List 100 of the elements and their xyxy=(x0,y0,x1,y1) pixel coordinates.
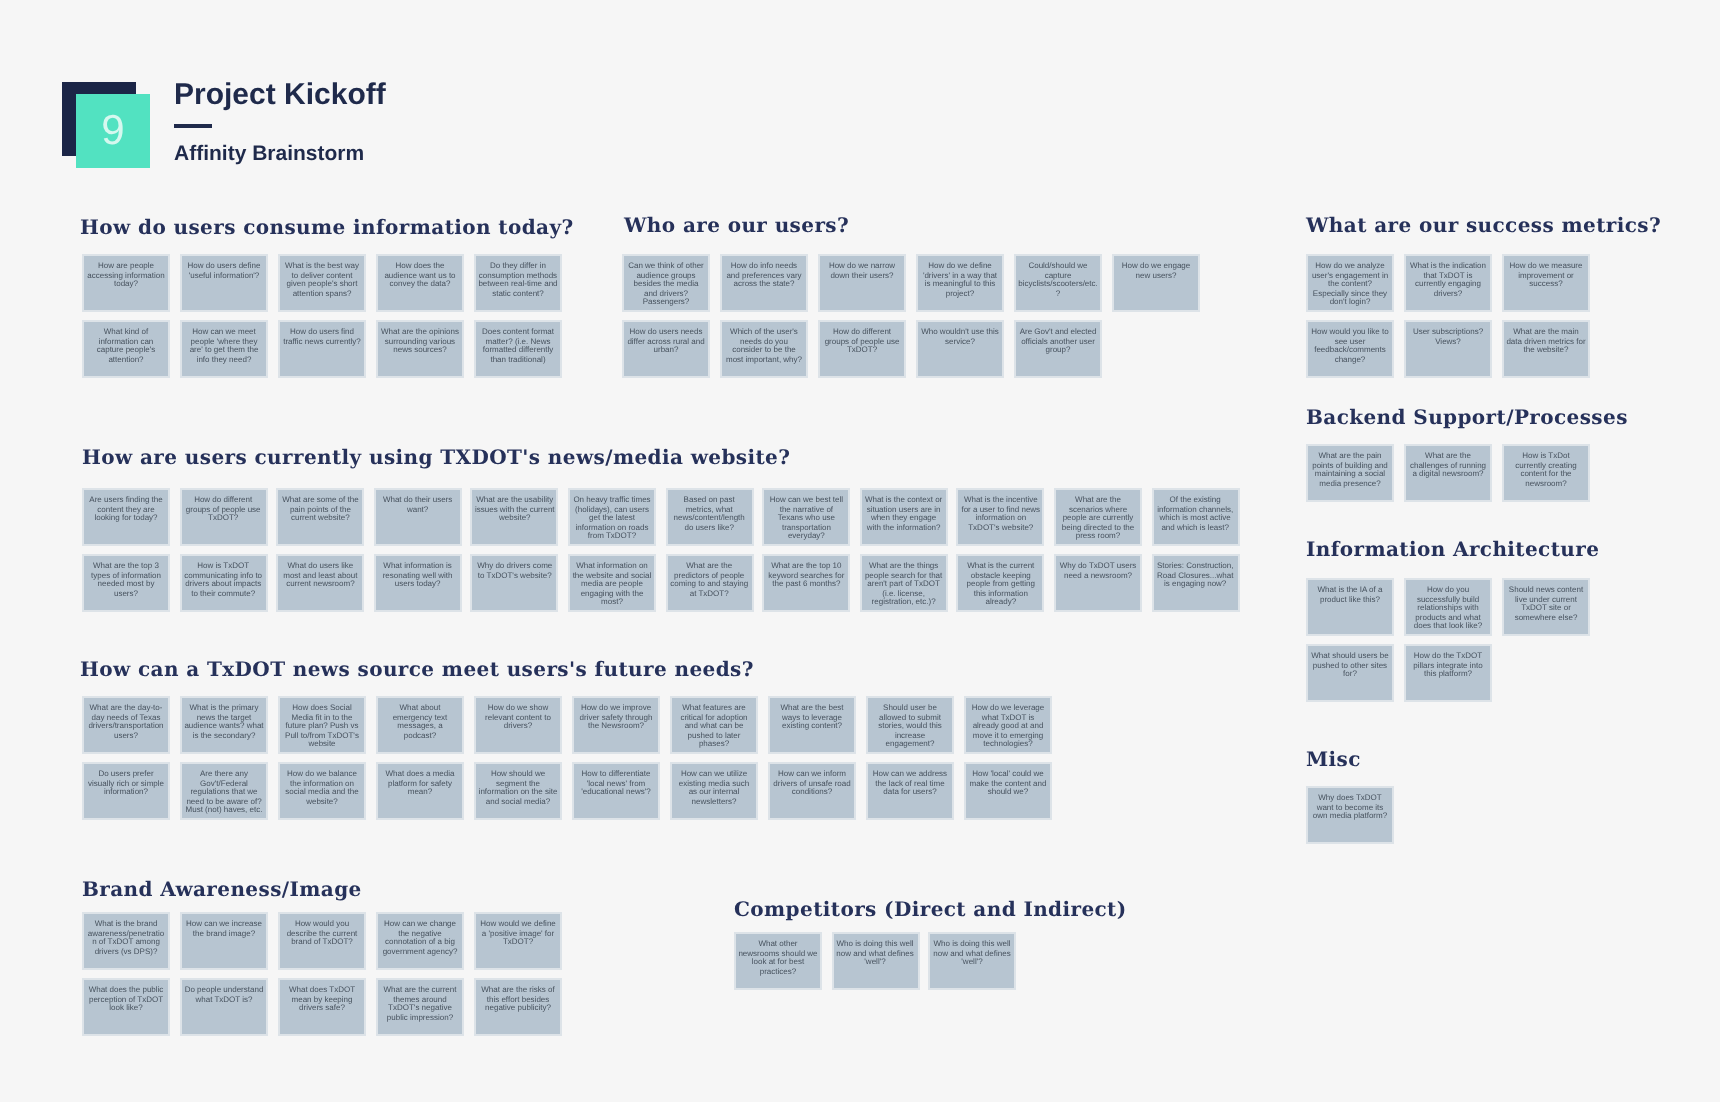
sticky-note xyxy=(180,762,268,820)
sticky-note xyxy=(474,696,562,754)
sticky-note xyxy=(670,762,758,820)
sticky-note xyxy=(622,254,710,312)
sticky-note xyxy=(622,320,710,378)
sticky-note xyxy=(1054,554,1142,612)
sticky-note xyxy=(82,320,170,378)
sticky-note xyxy=(376,978,464,1036)
sticky-note xyxy=(1014,320,1102,378)
sticky-note xyxy=(470,554,559,612)
sticky-note xyxy=(1014,254,1102,312)
sticky-note xyxy=(373,488,462,546)
section-heading: Who are our users? xyxy=(624,215,850,240)
sticky-note xyxy=(866,696,954,754)
section-heading: How are users currently using TXDOT's news/media website? xyxy=(82,447,791,472)
sticky-note xyxy=(720,320,808,378)
sticky-note xyxy=(859,554,948,612)
sticky-note xyxy=(278,254,366,312)
sticky-note xyxy=(1404,644,1492,702)
sticky-note xyxy=(818,320,906,378)
sticky-note xyxy=(1306,578,1394,636)
sticky-note xyxy=(278,320,366,378)
sticky-note xyxy=(278,696,366,754)
sticky-note xyxy=(373,554,462,612)
sticky-note xyxy=(818,254,906,312)
sticky-note xyxy=(720,254,808,312)
sticky-note xyxy=(1502,320,1590,378)
sticky-note xyxy=(768,696,856,754)
sticky-note xyxy=(928,932,1016,990)
section-heading: What are our success metrics? xyxy=(1306,215,1662,240)
sticky-note xyxy=(1502,254,1590,312)
sticky-note xyxy=(762,554,851,612)
sticky-note xyxy=(474,320,562,378)
sticky-note xyxy=(665,554,754,612)
sticky-note xyxy=(82,554,170,612)
title: Project Kickoff xyxy=(174,78,386,114)
sticky-note xyxy=(1054,488,1142,546)
sticky-note xyxy=(276,488,365,546)
sticky-note xyxy=(82,488,170,546)
sticky-note xyxy=(964,762,1052,820)
sticky-note xyxy=(474,912,562,970)
sticky-note xyxy=(1151,488,1240,546)
sticky-note xyxy=(1306,254,1394,312)
sticky-note xyxy=(916,320,1004,378)
sticky-note xyxy=(376,320,464,378)
sticky-note xyxy=(470,488,559,546)
sticky-note xyxy=(376,254,464,312)
sticky-note xyxy=(276,554,365,612)
sticky-note xyxy=(180,912,268,970)
sticky-note xyxy=(572,762,660,820)
sticky-note xyxy=(1404,444,1492,502)
page-number-tile: 9 xyxy=(76,94,150,168)
sticky-note xyxy=(866,762,954,820)
sticky-note xyxy=(1502,444,1590,502)
section-heading: Misc xyxy=(1306,749,1361,774)
sticky-note xyxy=(1306,444,1394,502)
sticky-note xyxy=(376,912,464,970)
sticky-note xyxy=(180,320,268,378)
sticky-note xyxy=(376,696,464,754)
section-heading: How do users consume information today? xyxy=(80,217,574,242)
sticky-note xyxy=(956,554,1045,612)
sticky-note xyxy=(1151,554,1240,612)
sticky-note xyxy=(670,696,758,754)
sticky-note xyxy=(1306,320,1394,378)
sticky-note xyxy=(179,554,268,612)
sticky-note xyxy=(1502,578,1590,636)
sticky-note xyxy=(916,254,1004,312)
section-heading: How can a TxDOT news source meet users's future needs? xyxy=(80,659,754,684)
sticky-note xyxy=(1306,644,1394,702)
sticky-note xyxy=(278,912,366,970)
sticky-note xyxy=(180,254,268,312)
sticky-note xyxy=(278,978,366,1036)
sticky-note xyxy=(831,932,919,990)
sticky-note xyxy=(82,912,170,970)
sticky-note xyxy=(665,488,754,546)
sticky-note xyxy=(180,978,268,1036)
sticky-note xyxy=(82,762,170,820)
sticky-note xyxy=(474,978,562,1036)
sticky-note xyxy=(474,762,562,820)
sticky-note xyxy=(734,932,822,990)
sticky-note xyxy=(1404,254,1492,312)
sticky-note xyxy=(278,762,366,820)
section-heading: Backend Support/Processes xyxy=(1306,407,1628,432)
section-heading: Brand Awareness/Image xyxy=(82,879,362,904)
sticky-note xyxy=(762,488,851,546)
sticky-note xyxy=(568,554,656,612)
sticky-note xyxy=(179,488,268,546)
sticky-note xyxy=(768,762,856,820)
sticky-note xyxy=(474,254,562,312)
sticky-note xyxy=(82,254,170,312)
sticky-note xyxy=(1404,320,1492,378)
section-heading: Competitors (Direct and Indirect) xyxy=(734,899,1127,924)
section-heading: Information Architecture xyxy=(1306,539,1600,564)
sticky-note xyxy=(1306,786,1394,844)
sticky-note xyxy=(376,762,464,820)
sticky-note xyxy=(568,488,656,546)
sticky-note xyxy=(1112,254,1200,312)
sticky-note xyxy=(82,978,170,1036)
sticky-note xyxy=(859,488,948,546)
sticky-note xyxy=(956,488,1045,546)
